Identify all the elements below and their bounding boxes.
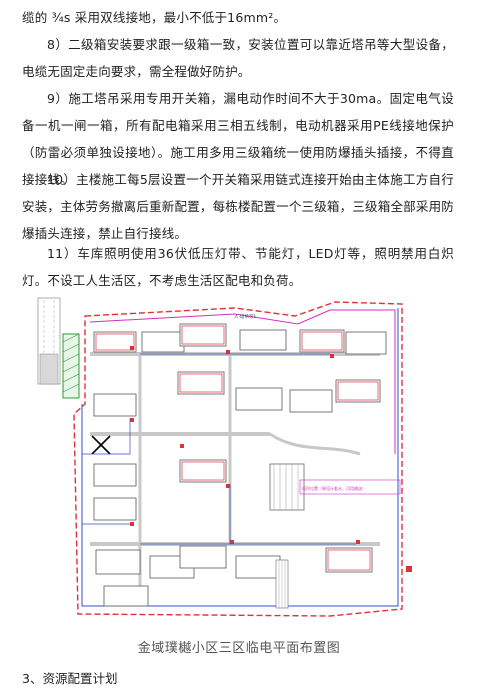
- paragraph-item-9: 9）施工塔吊采用专用开关箱，漏电动作时间不大于30ma。固定电气设备一机一闸一箱…: [22, 91, 454, 187]
- paragraph-continuation: 缆的 ¾s 采用双线接地，最小不低于16mm²。: [22, 10, 287, 25]
- paragraph-item-11: 11）车库照明使用36伏低压灯带、节能灯，LED灯等，照明禁用白炽灯。不设工人生…: [22, 246, 454, 288]
- paragraph-item-8: 8）二级箱安装要求跟一级箱一致，安装位置可以靠近塔吊等大型设备，电缆无固定走向要…: [22, 37, 454, 79]
- section-heading: 3、资源配置计划: [22, 671, 118, 686]
- buildings: [93, 323, 387, 607]
- inner-fence-line: [89, 309, 396, 454]
- site-boundary: [73, 301, 403, 617]
- green-hatched-area: [62, 333, 80, 399]
- bottom-strip: [275, 559, 289, 609]
- paragraph-item-10: 10）主楼施工每5层设置一个开关箱采用链式连接开始由主体施工方自行安装，主体劳务…: [22, 172, 454, 241]
- figure-caption: 金域璞樾小区三区临电平面布置图: [137, 641, 341, 656]
- tower-crane-icon: [91, 435, 111, 455]
- main-cable-route: [81, 308, 399, 607]
- electrical-layout-plan: 人·塔吊可1 塔吊位置（原设计临水、可用输送）: [30, 294, 460, 630]
- plan-label-crane: 塔吊位置（原设计临水、可用输送）: [302, 485, 366, 491]
- crane-marker: [299, 479, 401, 495]
- distribution-boxes: [130, 346, 412, 572]
- left-road: [37, 297, 61, 385]
- plan-label-top: 人·塔吊可1: [234, 313, 256, 320]
- plaza-striped: [269, 463, 305, 511]
